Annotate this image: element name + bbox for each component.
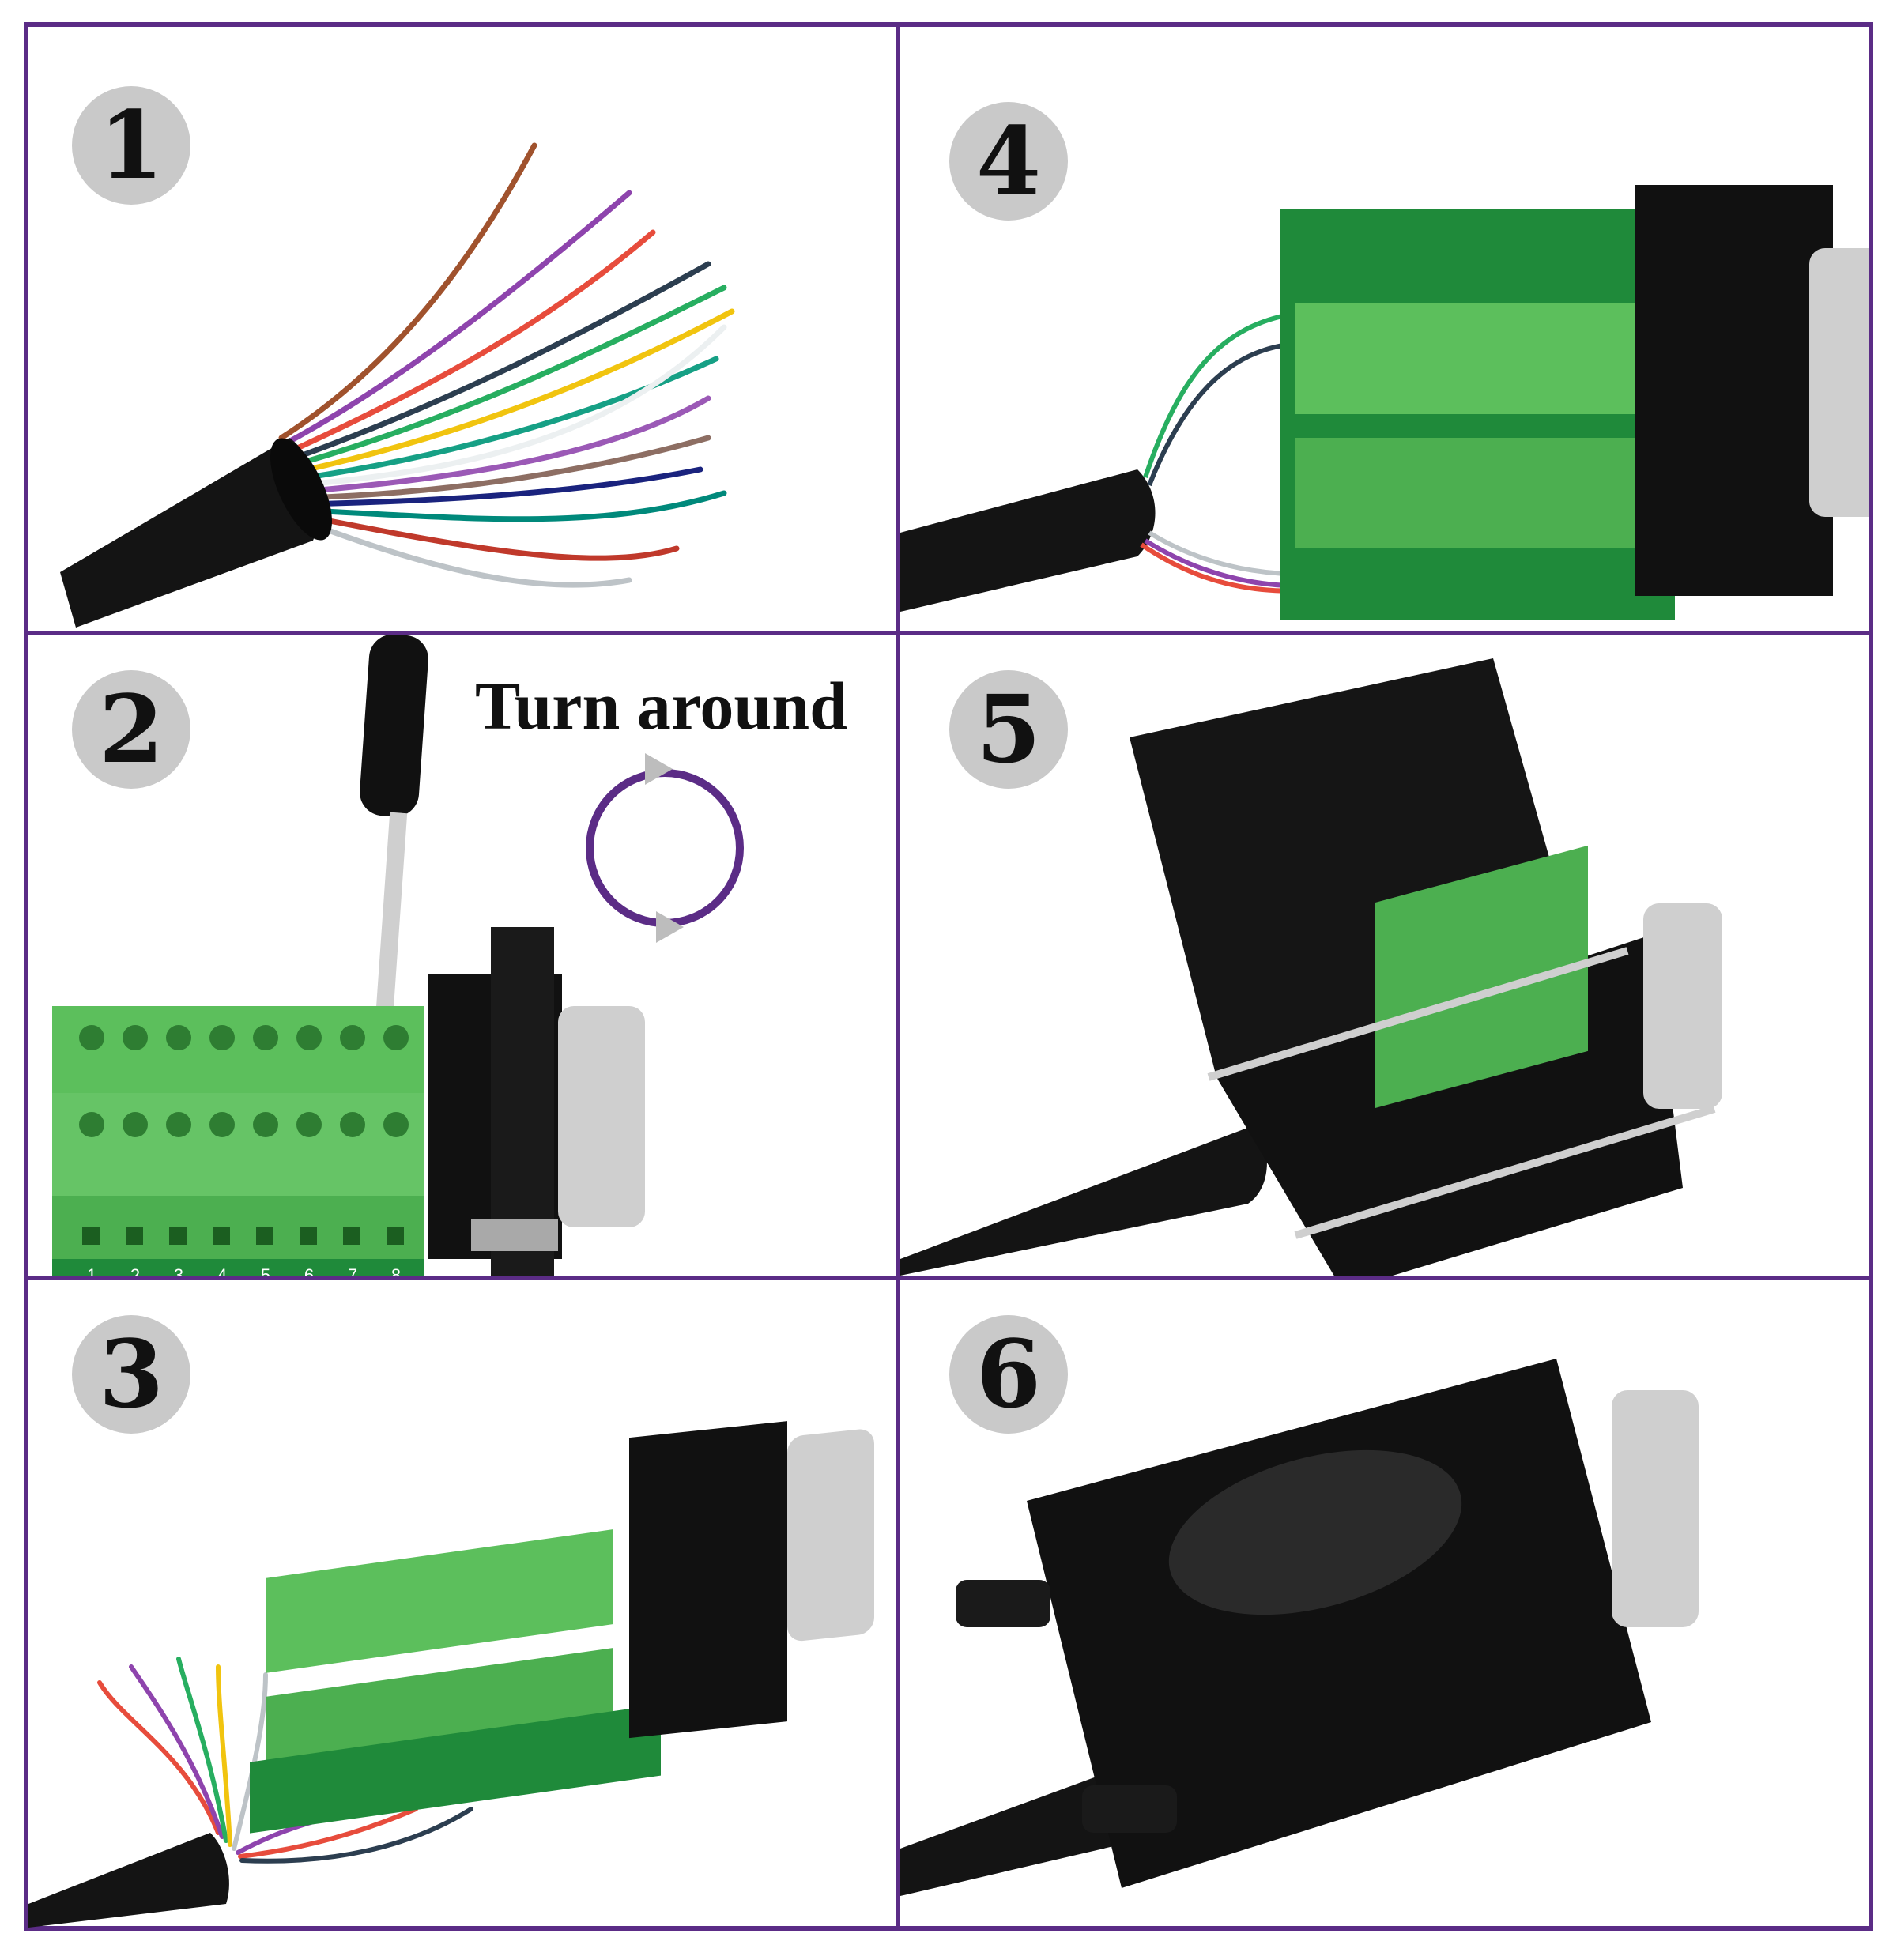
pin-label: 7 <box>348 1265 357 1276</box>
closed-housing-illustration <box>900 1359 1699 1896</box>
turn-around-caption: Turn around <box>475 668 847 744</box>
pin-label: 3 <box>174 1265 183 1276</box>
step-6-panel: 6 <box>900 1280 1869 1928</box>
instruction-grid: 1 1 2 3 <box>24 22 1873 1931</box>
pin-label: 2 <box>130 1265 140 1276</box>
step-number-badge: 3 <box>72 1315 190 1434</box>
step-2-panel: 1 2 3 4 5 6 7 8 2 Turn around <box>28 635 896 1276</box>
step-number-badge: 2 <box>72 670 190 789</box>
grid-divider-horizontal-1 <box>28 631 1869 635</box>
screwdriver-terminal-illustration: 1 2 3 4 5 6 7 8 <box>52 635 744 1276</box>
stripped-cable-illustration <box>60 142 735 628</box>
pin-label: 6 <box>304 1265 314 1276</box>
wired-terminal-illustration <box>28 1421 874 1928</box>
step-number-badge: 4 <box>949 102 1068 220</box>
step-1-panel: 1 <box>28 27 896 631</box>
step-number-badge: 5 <box>949 670 1068 789</box>
pin-label: 5 <box>261 1265 270 1276</box>
grid-divider-vertical <box>896 27 900 1926</box>
step-number-badge: 1 <box>72 86 190 205</box>
grid-divider-horizontal-2 <box>28 1276 1869 1280</box>
step-3-panel: 3 <box>28 1280 896 1928</box>
step-5-panel: 5 <box>900 635 1869 1276</box>
pin-label: 8 <box>391 1265 401 1276</box>
step-number-badge: 6 <box>949 1315 1068 1434</box>
open-housing-illustration <box>900 658 1722 1276</box>
step-4-panel: 4 <box>900 27 1869 631</box>
pin-label: 4 <box>217 1265 227 1276</box>
completed-wiring-illustration <box>900 185 1869 620</box>
pin-label: 1 <box>87 1265 96 1276</box>
